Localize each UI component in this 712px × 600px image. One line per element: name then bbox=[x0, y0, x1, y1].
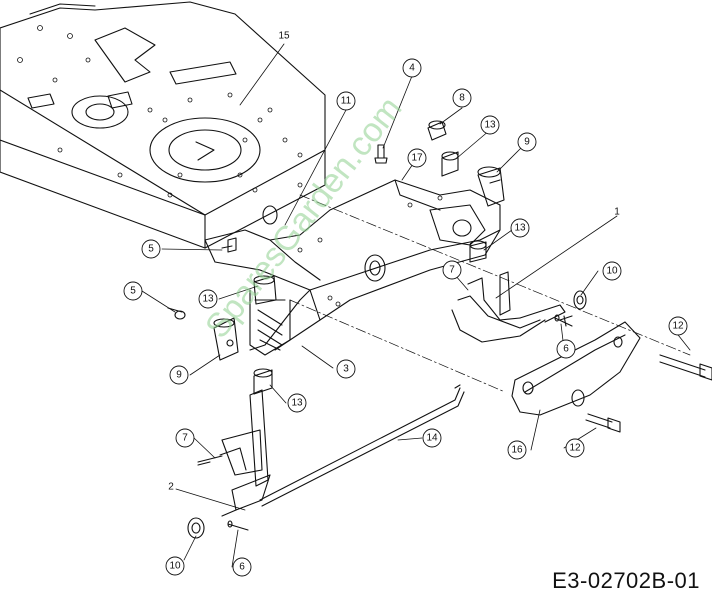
callout-5a: 5 bbox=[148, 244, 154, 255]
callout-9b-circle bbox=[169, 365, 189, 385]
chassis-frame bbox=[0, 1, 326, 249]
bushing-13-right bbox=[469, 240, 487, 263]
callout-13b: 13 bbox=[514, 223, 526, 234]
right-spindle bbox=[451, 271, 573, 343]
callout-10a-circle bbox=[602, 261, 622, 281]
bolt-5-upper bbox=[221, 237, 237, 253]
washer-10-right bbox=[573, 290, 587, 310]
bushing-13-upper bbox=[441, 151, 459, 177]
cotter-pin-7-lower bbox=[197, 455, 223, 466]
bushing-9-upper bbox=[477, 166, 505, 207]
callout-6b: 6 bbox=[239, 562, 245, 573]
washer-10-lower bbox=[187, 517, 205, 539]
callout-9a: 9 bbox=[524, 137, 530, 148]
callout-16-circle bbox=[507, 440, 527, 460]
callout-14-circle bbox=[422, 428, 442, 448]
callout-5b-circle bbox=[123, 281, 143, 301]
callout-13a-circle bbox=[480, 115, 500, 135]
callout-9a-circle bbox=[517, 132, 537, 152]
callout-17-circle bbox=[407, 148, 427, 168]
callout-13d-circle bbox=[287, 393, 307, 413]
callout-10a: 10 bbox=[606, 266, 618, 277]
callout-13b-circle bbox=[510, 218, 530, 238]
bracket-16 bbox=[511, 321, 641, 416]
front-axle bbox=[204, 179, 501, 356]
callout-15: 15 bbox=[278, 31, 290, 42]
bolt-12-right bbox=[659, 354, 712, 381]
bolt-4 bbox=[374, 144, 388, 164]
callout-4-circle bbox=[402, 58, 422, 78]
callout-7a: 7 bbox=[449, 265, 455, 276]
bushing-13-left bbox=[253, 275, 277, 305]
callout-7b: 7 bbox=[182, 433, 188, 444]
left-spindle bbox=[219, 389, 271, 517]
axis-lines bbox=[289, 194, 691, 393]
callout-5b: 5 bbox=[130, 286, 136, 297]
callout-6a: 6 bbox=[563, 344, 569, 355]
callout-12b: 12 bbox=[569, 443, 581, 454]
callout-11-circle bbox=[336, 91, 356, 111]
bolt-12-lower bbox=[585, 413, 621, 433]
callout-8: 8 bbox=[459, 93, 465, 104]
callout-3: 3 bbox=[343, 364, 349, 375]
bushing-9-lower bbox=[213, 317, 239, 361]
bushing-8 bbox=[427, 120, 447, 141]
callout-13a: 13 bbox=[484, 120, 496, 131]
callout-2: 2 bbox=[168, 482, 174, 493]
callout-7a-circle bbox=[442, 260, 462, 280]
diagram-code: E3-02702B-01 bbox=[552, 568, 700, 593]
callout-13d: 13 bbox=[291, 398, 303, 409]
callout-10b-circle bbox=[165, 556, 185, 576]
tie-rod-14 bbox=[259, 384, 465, 507]
callout-14: 14 bbox=[426, 433, 438, 444]
callout-9b: 9 bbox=[176, 370, 182, 381]
callout-6a-circle bbox=[556, 339, 576, 359]
callout-3-circle bbox=[336, 359, 356, 379]
callout-12a: 12 bbox=[672, 321, 684, 332]
callout-8-circle bbox=[452, 88, 472, 108]
callout-7b-circle bbox=[175, 428, 195, 448]
cotter-pin-6-right bbox=[554, 314, 573, 327]
cotter-pin-6-lower bbox=[227, 520, 249, 531]
callout-12a-circle bbox=[668, 316, 688, 336]
callout-17: 17 bbox=[411, 153, 423, 164]
callout-12b-circle bbox=[565, 438, 585, 458]
callout-13c: 13 bbox=[202, 294, 214, 305]
callout-13c-circle bbox=[198, 289, 218, 309]
callout-1: 1 bbox=[614, 207, 620, 218]
callout-16: 16 bbox=[511, 445, 523, 456]
bolt-5-lower bbox=[167, 307, 186, 320]
bushing-13-lower bbox=[253, 368, 273, 395]
callout-11: 11 bbox=[341, 96, 352, 107]
callout-5a-circle bbox=[141, 239, 161, 259]
callout-4: 4 bbox=[409, 63, 415, 74]
callout-6b-circle bbox=[232, 557, 252, 577]
callout-10b: 10 bbox=[169, 561, 181, 572]
